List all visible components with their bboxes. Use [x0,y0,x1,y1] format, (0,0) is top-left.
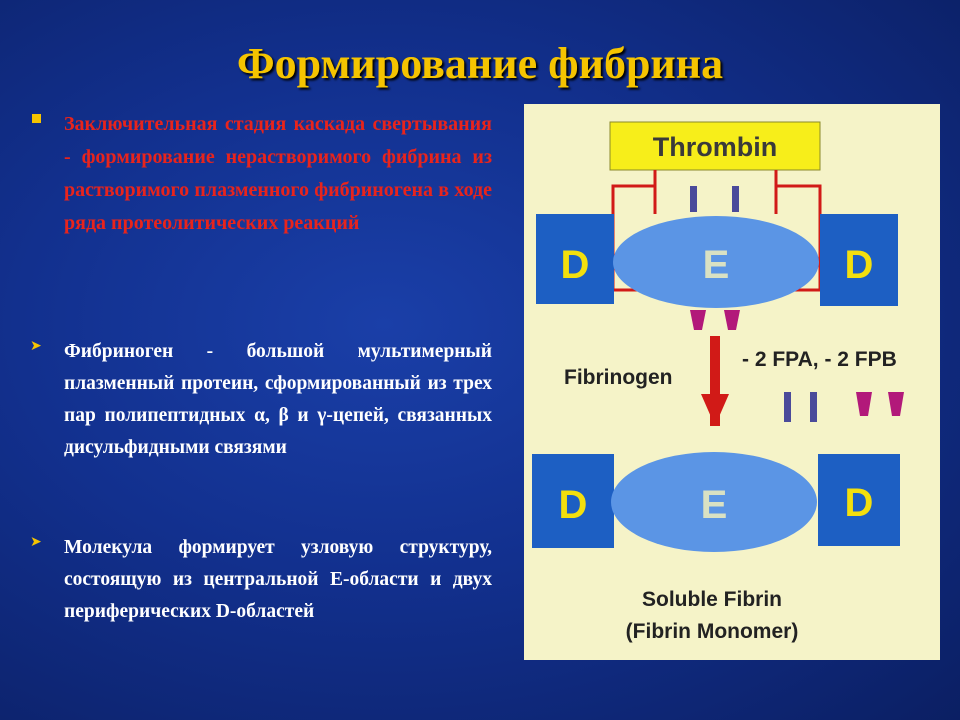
arrow-bullet-icon: ➤ [30,338,42,354]
reaction-label: - 2 FPA, - 2 FPB [742,348,897,371]
fpb-piece-top-right [724,310,740,330]
released-fpb-piece-1 [856,392,872,416]
d-letter-top-left: D [561,243,590,287]
d-letter-bottom-left: D [559,483,588,527]
fpa-bar-top-left [690,186,697,212]
fibrinogen-label: Fibrinogen [564,366,673,389]
fibrin-formation-diagram: Thrombin D D E - 2 FPA, - 2 FPB Fibrinog… [524,104,940,660]
fpb-piece-top-left [690,310,706,330]
d-region-bottom-left [532,454,614,548]
thrombin-label: Thrombin [653,132,777,162]
square-bullet-icon [32,114,41,123]
d-letter-top-right: D [845,243,874,287]
thrombin-box [609,121,821,171]
d-region-top-left [536,214,614,304]
released-fpa-bar-1 [784,392,791,422]
diagram-canvas: Thrombin D D E - 2 FPA, - 2 FPB Fibrinog… [532,121,904,643]
e-letter-bottom: E [701,483,728,527]
released-fpb-piece-2 [888,392,904,416]
d-letter-bottom-right: D [845,481,874,525]
e-region-bottom [611,452,817,552]
reaction-arrow-shaft [710,336,720,426]
bullet-text-1: Заключительная стадия каскада свертывани… [64,113,492,234]
product-label-line2: (Fibrin Monomer) [626,620,799,643]
bullet-text-3: Молекула формирует узловую структуру, со… [64,537,492,622]
product-label-line1: Soluble Fibrin [642,588,782,611]
fpa-bar-top-right [732,186,739,212]
e-letter-top: E [703,243,730,287]
bullet-text-2: Фибриноген - большой мультимерный плазме… [64,341,492,458]
d-region-top-right [820,214,898,306]
released-fpa-bar-2 [810,392,817,422]
reaction-arrow-head [701,394,729,426]
arrow-bullet-icon: ➤ [30,534,42,550]
d-region-bottom-right [818,454,900,546]
e-region-top [613,216,819,308]
slide-title: Формирование фибрина [236,39,724,88]
